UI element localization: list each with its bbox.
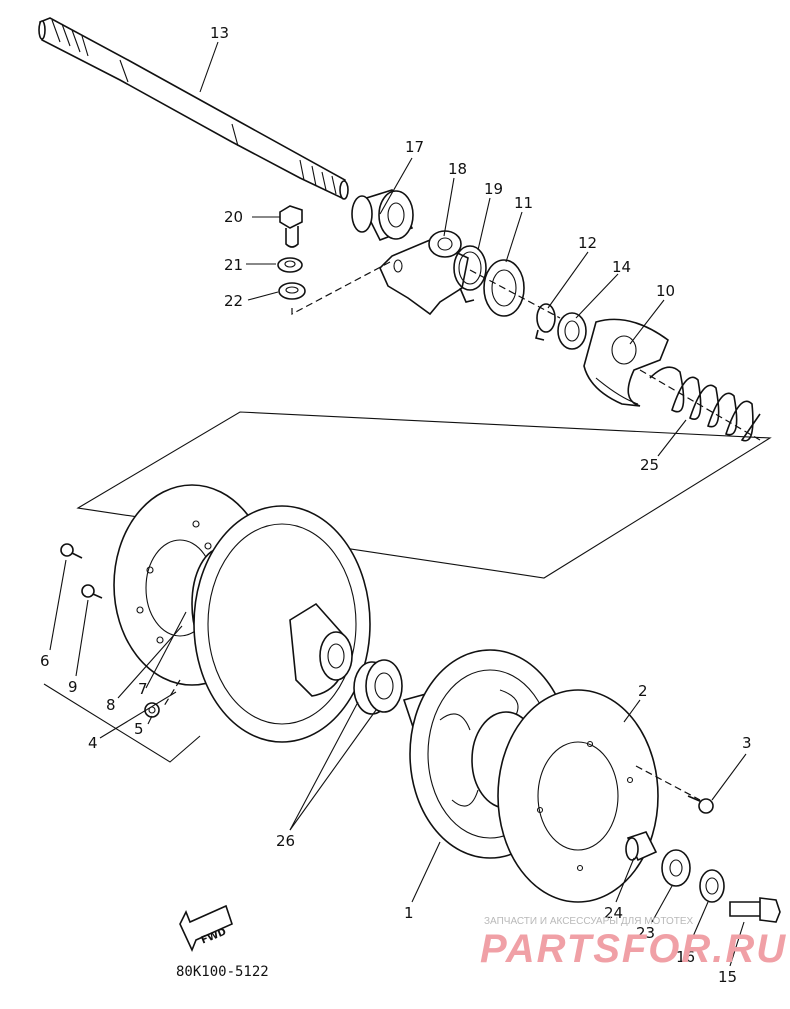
bolt-part-6 [60,543,83,559]
callout-6: 6 [40,652,50,670]
callout-22: 22 [224,292,243,310]
callout-17: 17 [405,138,424,156]
bolt-part-9 [81,584,103,599]
watermark-caption: ЗАПЧАСТИ И АКСЕССУАРЫ ДЛЯ МОТОТЕХ [484,916,694,927]
bearing-part-17 [351,189,414,242]
callout-9: 9 [68,678,78,696]
circlip-part-12 [535,303,556,341]
spring-part-25 [649,366,761,442]
nut-part-5 [144,702,160,718]
callout-23: 23 [636,924,655,942]
watermark: ЗАПЧАСТИ И АКСЕССУАРЫ ДЛЯ МОТОТЕХ PARTSF… [480,916,787,971]
callout-5: 5 [134,720,144,738]
screw-part-3 [687,795,714,814]
callout-16: 16 [676,948,695,966]
callout-21: 21 [224,256,243,274]
washer-part-22 [278,282,306,300]
circlip-part-19 [453,245,487,303]
fixed-sheave-assembly [113,484,371,743]
assembly-line-lower [163,679,701,801]
callout-labels: 13 17 18 19 11 20 12 21 14 10 22 25 6 9 … [40,24,752,986]
callout-4: 4 [88,734,98,752]
bolt-part-15 [729,897,781,923]
spacer-part-26 [353,659,403,715]
holder-part-18 [379,230,469,316]
callout-10: 10 [656,282,675,300]
callout-8: 8 [106,696,116,714]
callout-19: 19 [484,180,503,198]
callout-11: 11 [514,194,533,212]
shaft-part-13 [38,17,349,200]
washer-part-11 [483,259,525,317]
watermark-logo: PARTSFOR.RU [480,927,787,971]
callout-26: 26 [276,832,295,850]
callout-1: 1 [404,904,414,922]
assembly-line-upper [291,261,761,441]
callout-3: 3 [742,734,752,752]
callout-2: 2 [638,682,648,700]
washer-part-16 [699,869,725,903]
slider-part-24 [625,831,658,862]
callout-24: 24 [604,904,623,922]
callout-7: 7 [138,680,148,698]
callout-14: 14 [612,258,631,276]
leader-lines [49,41,747,967]
assembly-frame [76,411,772,579]
callout-15: 15 [718,968,737,986]
callout-13: 13 [210,24,229,42]
callout-18: 18 [448,160,467,178]
plate-part-2 [497,689,659,903]
callout-20: 20 [224,208,243,226]
group-bracket [43,683,201,763]
diagram-code: 80K100-5122 [176,964,269,980]
washer-part-23 [661,849,691,887]
callout-25: 25 [640,456,659,474]
forward-arrow-icon: FWD [179,904,233,953]
callout-12: 12 [578,234,597,252]
bolt-part-20 [279,205,303,248]
rivet-holes [136,520,212,644]
lock-washer-part-21 [277,257,303,273]
washer-part-14 [557,312,587,350]
cam-part-10 [583,318,669,407]
